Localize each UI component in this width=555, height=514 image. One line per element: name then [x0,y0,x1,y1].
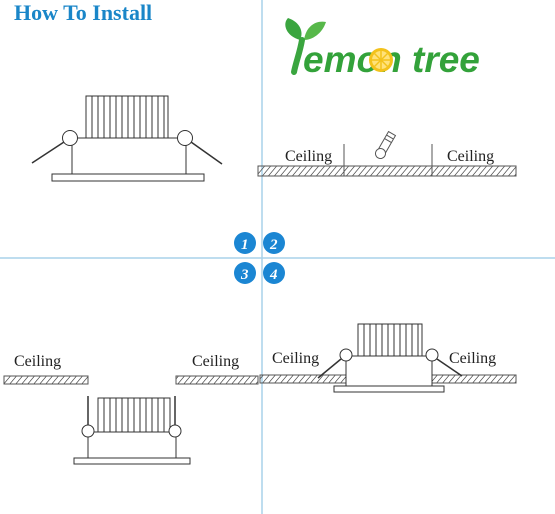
svg-text:4: 4 [269,267,278,283]
step2-ceiling-label-right: Ceiling [447,148,494,165]
step-badge-1: 1 [234,232,256,254]
brand-logo: emon tree [285,18,480,80]
leaf-icon [304,21,326,40]
lemon-slice-icon [369,48,393,72]
step1-fixture-diagram [31,95,223,182]
step4-ceiling-label-left: Ceiling [272,350,319,367]
step3-ceiling-label-left: Ceiling [14,353,61,370]
step4-ceiling-diagram: Ceiling Ceiling [259,350,517,384]
step-badge-2: 2 [263,232,285,254]
step4-ceiling-label-right: Ceiling [449,350,496,367]
step2-ceiling-diagram: Ceiling Ceiling [257,130,517,177]
step2-ceiling-label-left: Ceiling [285,148,332,165]
step-badges: 1 2 3 4 [234,232,285,284]
step3-ceiling-diagram: Ceiling Ceiling [3,353,259,385]
spring-clip-right [177,130,193,146]
step-badge-4: 4 [263,262,285,284]
step3-ceiling-label-right: Ceiling [192,353,239,370]
svg-text:2: 2 [269,237,278,253]
svg-text:1: 1 [241,237,249,253]
svg-text:3: 3 [240,267,249,283]
page-title: How To Install [14,0,153,25]
step4-fixture-diagram [317,323,463,393]
drill-tool-icon [375,130,397,160]
leaf-icon [285,18,302,40]
step-badge-3: 3 [234,262,256,284]
spring-clip-left [62,130,78,146]
step3-fixture-diagram [73,396,191,465]
brand-name-part2: tree [412,39,480,80]
